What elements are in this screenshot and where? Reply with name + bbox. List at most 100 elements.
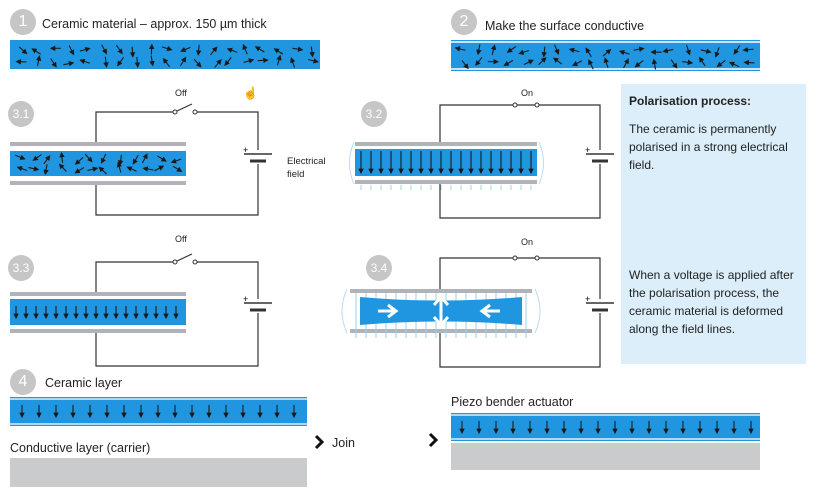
dipole-arrow xyxy=(142,166,154,172)
dipole-arrow xyxy=(58,163,67,172)
dipole-arrow xyxy=(733,45,741,55)
step-2-label: Make the surface conductive xyxy=(485,19,645,33)
dipole-arrow xyxy=(214,59,222,68)
dipole-arrow xyxy=(126,166,137,172)
svg-text:+: + xyxy=(243,294,248,304)
dipole-arrow xyxy=(32,154,42,161)
dipole-arrow xyxy=(35,55,42,67)
circuit-3-2: + xyxy=(349,102,614,219)
dipole-arrow xyxy=(728,61,740,68)
dipole-arrow xyxy=(243,58,255,64)
switch-label-3-2: On xyxy=(521,88,534,98)
circuit-3-1: + ☝ xyxy=(10,85,272,216)
dipole-arrow xyxy=(16,166,28,172)
dipole-arrow xyxy=(743,59,755,66)
dipole-arrow xyxy=(523,59,534,65)
dipole-arrow xyxy=(79,58,91,65)
dipole-arrow xyxy=(518,49,529,55)
info-paragraph-2: When a voltage is applied after the pola… xyxy=(629,268,794,336)
dipole-arrow xyxy=(15,154,26,160)
dipole-arrow xyxy=(242,43,248,55)
info-panel: Polarisation process: The ceramic is per… xyxy=(621,84,806,364)
dipole-arrow xyxy=(84,153,93,163)
dipole-arrow xyxy=(148,43,155,55)
aligned-dipoles-4 xyxy=(19,405,297,419)
circuit-3-3: + xyxy=(10,253,272,367)
dipole-arrow xyxy=(193,58,202,68)
dipole-arrow xyxy=(43,155,51,165)
ceramic-strip-1 xyxy=(10,40,320,69)
dipole-arrow xyxy=(454,46,466,52)
dipole-arrow xyxy=(117,57,125,67)
dipole-arrow xyxy=(257,57,269,64)
conductive-layer-label: Conductive layer (carrier) xyxy=(10,441,151,455)
dipole-arrow xyxy=(141,153,148,164)
aligned-dipoles-3-3 xyxy=(13,306,179,320)
dipole-arrow xyxy=(634,60,644,68)
dipole-arrow xyxy=(552,57,563,65)
dipole-arrow xyxy=(633,46,645,52)
dipole-arrow xyxy=(623,58,629,69)
dipole-arrow xyxy=(180,46,191,53)
dipole-arrow xyxy=(161,45,173,52)
dipole-arrow xyxy=(490,44,497,56)
dipole-arrow xyxy=(254,46,265,53)
dipole-arrow xyxy=(541,46,547,58)
switch-icon xyxy=(176,103,193,112)
step-3-3-badge: 3.3 xyxy=(8,255,34,281)
random-dipoles-2 xyxy=(454,44,755,70)
dipole-arrow xyxy=(716,59,726,68)
dipole-arrow xyxy=(568,47,580,54)
step-4-label: Ceramic layer xyxy=(45,376,123,390)
ceramic-layer-4 xyxy=(10,397,307,426)
dipole-arrow xyxy=(79,46,91,53)
dipole-arrow xyxy=(100,153,107,164)
random-dipoles-1 xyxy=(15,43,319,68)
dipole-arrow xyxy=(538,57,547,66)
circuit-3-4: + xyxy=(341,255,614,368)
aligned-dipoles-piezo xyxy=(459,421,754,435)
dipole-arrow xyxy=(103,56,109,68)
dipole-arrow xyxy=(31,48,41,55)
dipole-arrow xyxy=(475,56,483,67)
field-arrows-3-2 xyxy=(358,151,534,190)
dipole-arrow xyxy=(59,151,65,163)
dipole-arrow xyxy=(276,54,282,66)
piezo-bender xyxy=(451,413,760,470)
dipole-arrow xyxy=(116,161,123,173)
arrow-left-icon xyxy=(479,303,500,319)
dipole-arrow xyxy=(651,58,658,70)
switch-label-3-4: On xyxy=(521,237,534,247)
dipole-arrow xyxy=(603,57,609,68)
dipole-arrow xyxy=(572,60,583,66)
dipole-arrow xyxy=(602,48,612,57)
dipole-arrow xyxy=(714,47,720,58)
dipole-arrow xyxy=(43,164,49,176)
dipole-arrow xyxy=(115,44,123,55)
dipole-arrow xyxy=(179,56,187,67)
dipole-arrow xyxy=(292,46,304,52)
dipole-arrow xyxy=(506,46,517,53)
dipole-arrow xyxy=(149,55,155,67)
info-paragraph-1: The ceramic is permanently polarised in … xyxy=(629,122,788,172)
piezo-label: Piezo bender actuator xyxy=(451,395,574,409)
dipole-arrow xyxy=(162,57,170,68)
ceramic-strip-2 xyxy=(451,40,760,71)
dipole-arrow xyxy=(662,47,674,54)
dipole-arrow xyxy=(157,155,167,162)
step-3-2-badge: 3.2 xyxy=(361,101,387,127)
dipole-arrow xyxy=(698,56,706,67)
step-2-badge: 2 xyxy=(451,9,477,35)
dipole-arrow xyxy=(585,47,592,58)
step-3-4-badge: 3.4 xyxy=(366,255,392,281)
dipole-arrow xyxy=(554,44,560,55)
dipole-arrow xyxy=(226,47,238,53)
svg-text:+: + xyxy=(585,145,590,155)
dipole-arrow xyxy=(290,57,296,68)
dipole-arrow xyxy=(134,56,141,68)
dipole-arrow xyxy=(742,46,754,53)
dipole-arrow xyxy=(618,49,630,56)
dipole-arrow xyxy=(224,57,232,67)
dipole-arrow xyxy=(685,44,691,56)
